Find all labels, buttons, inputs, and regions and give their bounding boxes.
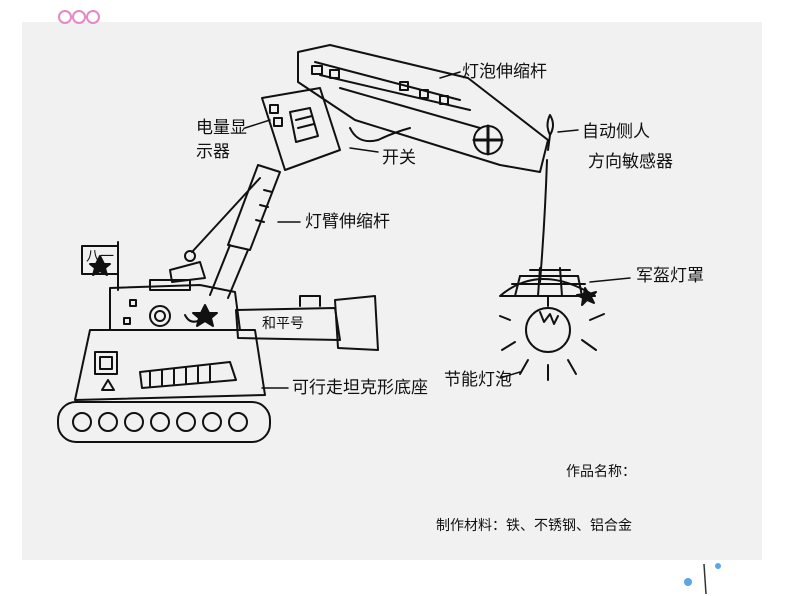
bulb-label: 节能灯泡 (444, 370, 512, 390)
cannon-label: 和平号 (262, 316, 304, 332)
bottom-right-decoration (684, 563, 721, 595)
lampshade-label: 军盔灯罩 (636, 266, 704, 286)
flag-label: 八一 (86, 249, 114, 265)
base-label: 可行走坦克形底座 (292, 378, 428, 398)
tank-tracks (57, 401, 271, 443)
fan-disc (472, 124, 504, 156)
tank-body (74, 329, 266, 401)
lamp-telescopic-rod (297, 44, 549, 173)
display-label-line2: 示器 (196, 142, 230, 162)
flag (81, 241, 119, 291)
sensor-label-line1: 自动侧人 (582, 122, 650, 142)
tank-turret (109, 279, 241, 331)
leader-lines (244, 71, 631, 389)
paper-sheet (22, 22, 762, 560)
switch-label: 开关 (382, 148, 416, 168)
materials-label: 制作材料：铁、不锈钢、铝合金 (436, 518, 632, 534)
arm-telescopic-rod (169, 164, 281, 299)
display-label-line1: 电量显 (196, 118, 247, 138)
corner-decoration (58, 10, 100, 24)
tank-cannon (235, 295, 379, 351)
power-display-block (261, 87, 341, 171)
direction-sensor (539, 114, 554, 283)
helmet-lampshade (499, 267, 597, 306)
switch-trigger (349, 127, 411, 143)
sensor-label-line2: 方向敏感器 (588, 152, 673, 172)
work-name-label: 作品名称： (566, 464, 636, 480)
arm-rod-label: 灯臂伸缩杆 (305, 212, 390, 232)
energy-saving-bulb (499, 295, 605, 381)
lamp-rod-label: 灯泡伸缩杆 (462, 62, 547, 82)
